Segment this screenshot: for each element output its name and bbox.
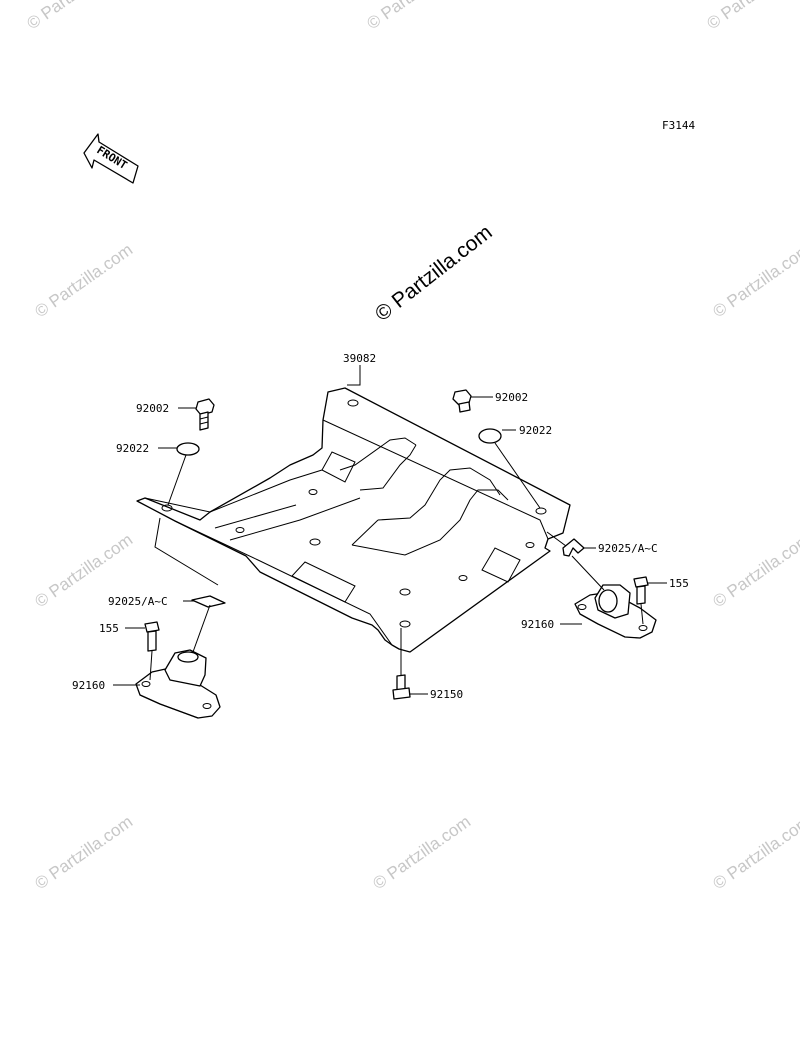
front-arrow-icon: FRONT xyxy=(83,133,139,184)
watermark-text: © Partzilla.com xyxy=(23,0,128,33)
engine-mount-right-icon xyxy=(574,584,657,639)
watermark-text: © Partzilla.com xyxy=(703,0,800,33)
watermark-text: © Partzilla.com xyxy=(363,0,468,33)
callout-mount-right: 92160 xyxy=(521,618,554,631)
watermark-text: © Partzilla.com xyxy=(369,812,474,893)
bolt-right-icon xyxy=(452,389,472,413)
bottom-bolt-icon xyxy=(392,674,411,700)
callout-washer-left: 92022 xyxy=(116,442,149,455)
watermark-text: © Partzilla.com xyxy=(709,812,800,893)
bolt-left-icon xyxy=(195,398,215,431)
callout-frame: 39082 xyxy=(343,352,376,365)
callout-washer-right: 92022 xyxy=(519,424,552,437)
callout-bottom-bolt: 92150 xyxy=(430,688,463,701)
leader-lines xyxy=(113,365,667,695)
watermark-main: © Partzilla.com xyxy=(371,221,497,326)
watermark-text: © Partzilla.com xyxy=(31,240,136,321)
callout-clip-left: 92025/A~C xyxy=(108,595,168,608)
callout-bolt-left: 92002 xyxy=(136,402,169,415)
callout-screw-right: 155 xyxy=(669,577,689,590)
callout-bolt-right: 92002 xyxy=(495,391,528,404)
callout-clip-right: 92025/A~C xyxy=(598,542,658,555)
frame-part-icon xyxy=(136,387,571,653)
watermark-text: © Partzilla.com xyxy=(31,812,136,893)
clip-right-icon xyxy=(562,538,585,557)
callout-mount-left: 92160 xyxy=(72,679,105,692)
callout-screw-left: 155 xyxy=(99,622,119,635)
watermark-text: © Partzilla.com xyxy=(709,530,800,611)
screw-right-icon xyxy=(633,576,649,605)
watermark-text: © Partzilla.com xyxy=(709,240,800,321)
washer-left-icon xyxy=(176,442,200,456)
screw-left-icon xyxy=(144,621,160,652)
washer-right-icon xyxy=(478,428,502,444)
figure-code: F3144 xyxy=(662,119,695,132)
engine-mount-left-icon xyxy=(135,649,221,719)
callout-labels: 39082 92002 92022 92025/A~C 155 92160 92… xyxy=(72,352,689,701)
clip-left-icon xyxy=(191,595,226,608)
